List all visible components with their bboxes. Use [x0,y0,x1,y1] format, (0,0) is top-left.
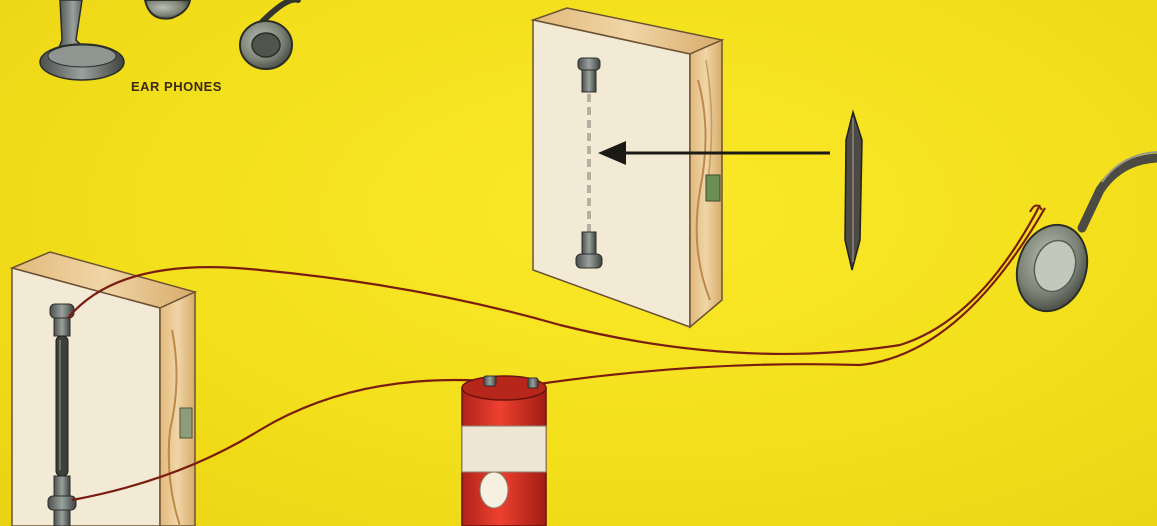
earphone-headband-icon [240,0,298,69]
candlestick-earphone-icon [40,0,124,80]
pencil-lead-icon [845,112,862,270]
earpiece-small-icon [145,0,190,19]
ear-phones-label: EAR PHONES [131,79,222,94]
battery-icon [462,376,546,526]
detector-box-left [12,252,195,526]
detector-box-top [533,8,722,327]
